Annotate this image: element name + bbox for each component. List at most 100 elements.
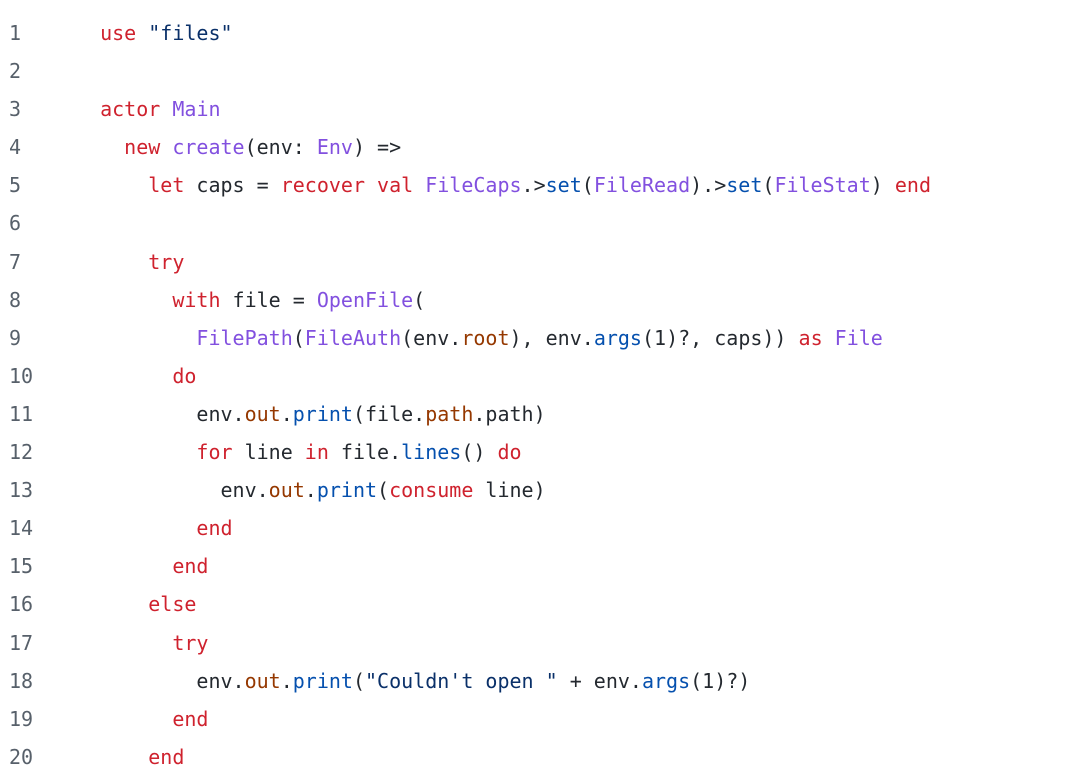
line-number: 1 [9,21,22,45]
code-line[interactable]: 7 try [0,243,1080,281]
code-token [365,173,377,197]
code-token [76,707,172,731]
code-line[interactable]: 9 FilePath(FileAuth(env.root), env.args(… [0,319,1080,357]
code-token: (env: [244,135,317,160]
code-line[interactable]: 3 actor Main [0,90,1080,128]
code-token: consume [389,478,474,503]
code-token: ).> [690,173,727,198]
code-text: end [76,700,1080,738]
line-number: 13 [9,478,34,503]
code-token: env. [76,668,245,693]
code-token: ( [413,287,426,312]
code-token: ( [762,173,775,198]
code-token: let [148,173,185,198]
line-number: 15 [9,554,34,579]
code-text: end [76,509,1080,547]
code-token [76,326,196,350]
code-line[interactable]: 13 env.out.print(consume line) [0,471,1080,509]
code-token [76,745,148,769]
line-number: 9 [9,325,22,350]
code-token: ( [377,478,390,503]
code-token: "Couldn't open " [365,668,558,693]
code-token: ) => [352,135,402,160]
code-token: Main [172,97,221,122]
code-token: print [316,478,378,503]
code-text [76,52,1080,90]
code-token: "files" [148,21,233,45]
code-token: create [172,135,245,160]
code-token: path [425,401,474,426]
code-line[interactable]: 10 do [0,357,1080,395]
code-token: args [641,668,691,693]
code-line[interactable]: 5 let caps = recover val FileCaps.>set(F… [0,166,1080,204]
code-token: out [244,668,281,693]
line-number: 6 [9,211,22,236]
code-line[interactable]: 8 with file = OpenFile( [0,281,1080,319]
code-token: print [292,668,353,693]
code-text: try [76,243,1080,281]
code-text: new create(env: Env) => [76,128,1080,166]
code-line[interactable]: 18 env.out.print("Couldn't open " + env.… [0,662,1080,700]
code-token: (file. [352,401,426,426]
code-token: ( [352,668,366,693]
code-token: + env. [557,668,642,693]
line-number: 3 [9,97,22,122]
code-token: (1)?, caps)) [641,325,799,350]
code-token: do [497,440,522,465]
code-token: print [292,401,353,426]
code-token: root [461,325,510,350]
code-token: out [244,401,281,426]
code-line[interactable]: 6 [0,204,1080,242]
code-line[interactable]: 19 end [0,700,1080,738]
code-text: try [76,624,1080,662]
code-token [76,288,172,312]
code-token [76,21,100,45]
code-token: val [377,173,414,198]
code-text [76,204,1080,242]
code-line[interactable]: 11 env.out.print(file.path.path) [0,395,1080,433]
code-line[interactable]: 1 use "files" [0,14,1080,52]
line-number: 10 [9,363,34,388]
code-line[interactable]: 20 end [0,738,1080,776]
code-line[interactable]: 16 else [0,585,1080,623]
code-line[interactable]: 12 for line in file.lines() do [0,433,1080,471]
code-token: use [100,21,137,45]
code-token [413,173,425,197]
code-token: . [280,401,293,426]
code-token: line) [473,478,546,503]
code-text: use "files" [76,14,1080,52]
code-line[interactable]: 2 [0,52,1080,90]
code-token: .path) [473,401,546,426]
line-number: 18 [9,668,34,693]
code-token: with [172,287,221,312]
code-text: FilePath(FileAuth(env.root), env.args(1)… [76,319,1080,357]
code-token [76,250,148,274]
code-token: try [172,630,209,655]
code-token: line [232,440,305,465]
code-token: ( [581,173,594,198]
code-token: else [148,592,197,617]
code-token [76,554,172,578]
code-token: lines [401,440,462,465]
code-token: . [280,668,293,693]
code-token: (env. [401,325,462,350]
line-number: 12 [9,440,34,465]
code-token: FilePath [196,325,293,350]
line-number: 8 [9,287,22,312]
code-line[interactable]: 15 end [0,547,1080,585]
code-token: ( [292,325,305,350]
code-token: as [798,325,823,350]
code-token: env. [76,401,245,426]
code-token: ), env. [509,325,594,350]
code-token: recover [280,173,365,198]
code-line[interactable]: 17 try [0,624,1080,662]
line-number: 4 [9,135,22,160]
code-token: env. [76,478,269,503]
code-token: FileAuth [304,325,402,350]
code-text: let caps = recover val FileCaps.>set(Fil… [76,166,1080,204]
code-text: for line in file.lines() do [76,433,1080,471]
code-line[interactable]: 14 end [0,509,1080,547]
code-text: end [76,738,1080,776]
code-line[interactable]: 4 new create(env: Env) => [0,128,1080,166]
